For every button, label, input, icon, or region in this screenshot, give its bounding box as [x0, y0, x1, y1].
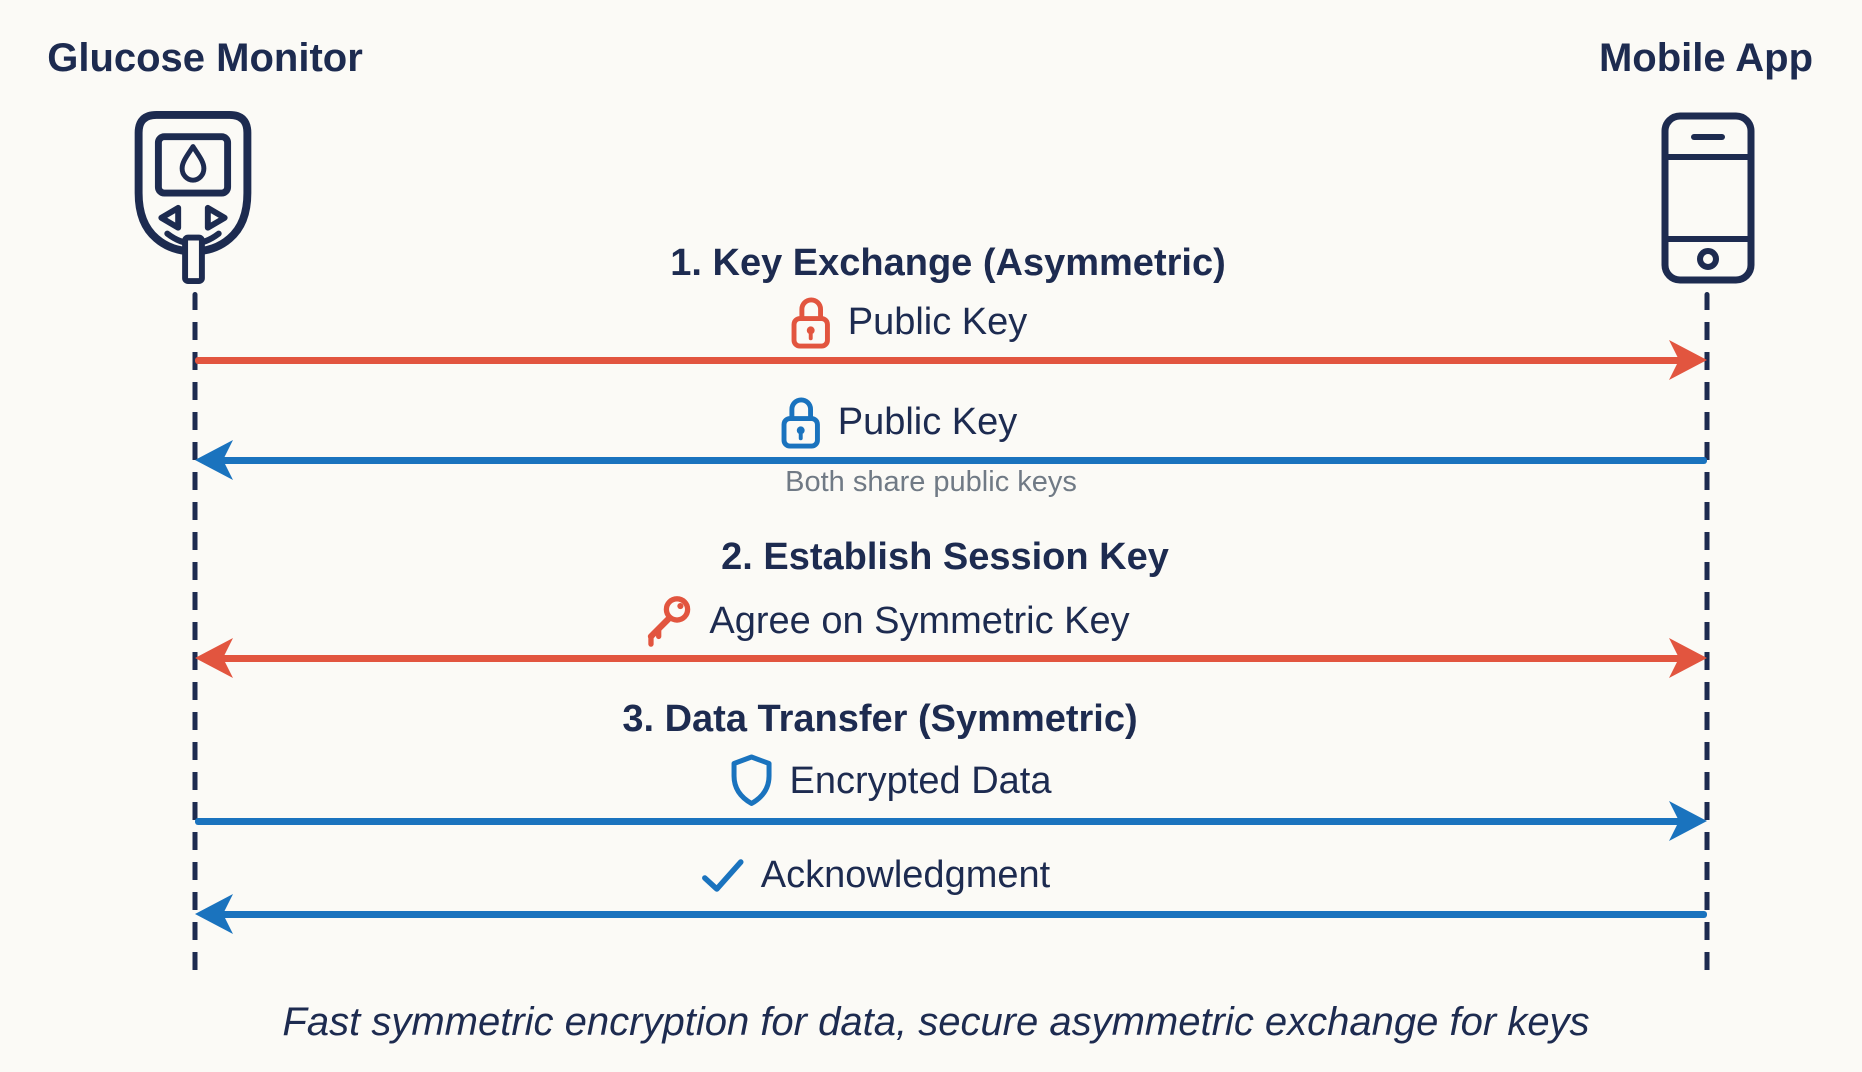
arrow-line — [221, 654, 1681, 662]
message-encrypted-data: Encrypted Data — [729, 754, 1052, 808]
smartphone-icon — [1661, 112, 1755, 289]
arrow-line — [195, 817, 1681, 825]
message-public-key-1: Public Key — [789, 294, 1028, 351]
lock-icon — [789, 294, 833, 351]
arrow-line — [221, 456, 1707, 464]
message-label: Public Key — [847, 301, 1028, 343]
lifeline-glucose-monitor — [192, 292, 198, 976]
section-title-1: 1. Key Exchange (Asymmetric) — [670, 242, 1226, 284]
section-title-3: 3. Data Transfer (Symmetric) — [622, 698, 1138, 740]
arrowhead-left-icon — [195, 894, 233, 934]
lock-icon — [779, 394, 823, 451]
arrowhead-right-icon — [1669, 638, 1707, 678]
arrowhead-right-icon — [1669, 340, 1707, 380]
message-symmetric-key: Agree on Symmetric Key — [640, 592, 1130, 650]
arrow-encrypted-data-right — [195, 799, 1707, 843]
diagram-caption: Fast symmetric encryption for data, secu… — [282, 1000, 1590, 1044]
key-icon — [640, 592, 694, 650]
shield-icon — [729, 754, 775, 808]
message-acknowledgment: Acknowledgment — [700, 854, 1050, 897]
arrow-line — [195, 356, 1681, 364]
arrowhead-left-icon — [195, 440, 233, 480]
arrow-session-key-both — [195, 636, 1707, 680]
actor-left-label: Glucose Monitor — [47, 36, 363, 80]
message-label: Public Key — [837, 401, 1018, 443]
message-label: Agree on Symmetric Key — [709, 599, 1130, 642]
check-icon — [700, 857, 746, 895]
arrowhead-left-icon — [195, 638, 233, 678]
arrow-public-key-left — [195, 438, 1707, 482]
section-title-2: 2. Establish Session Key — [721, 536, 1169, 578]
arrow-acknowledgment-left — [195, 892, 1707, 936]
arrowhead-right-icon — [1669, 801, 1707, 841]
note-share-keys: Both share public keys — [785, 466, 1077, 498]
lifeline-mobile-app — [1704, 292, 1710, 976]
message-label: Acknowledgment — [760, 854, 1051, 896]
arrow-public-key-right — [195, 338, 1707, 382]
glucose-monitor-icon — [131, 110, 255, 291]
arrow-line — [221, 910, 1707, 918]
actor-right-label: Mobile App — [1598, 36, 1814, 80]
message-public-key-2: Public Key — [779, 394, 1018, 451]
message-label: Encrypted Data — [789, 759, 1052, 802]
